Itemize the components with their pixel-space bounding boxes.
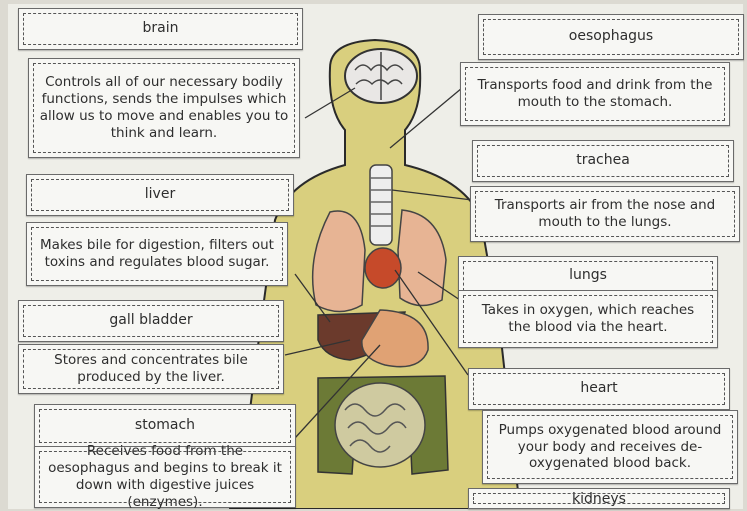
heart-label-text: heart [580,380,617,398]
lungs-description-text: Takes in oxygen, which reaches the blood… [469,302,707,336]
brain-description-text: Controls all of our necessary bodily fun… [39,74,289,142]
kidneys-label-text: kidneys [572,491,626,509]
heart-description: Pumps oxygenated blood around your body … [482,410,738,484]
gall-bladder-label: gall bladder [18,300,284,342]
heart-shape [365,248,401,288]
liver-label-text: liver [145,186,175,204]
kidneys-label: kidneys [468,488,730,509]
oesophagus-description-text: Transports food and drink from the mouth… [471,77,719,111]
liver-description-text: Makes bile for digestion, filters out to… [37,237,277,271]
liver-description: Makes bile for digestion, filters out to… [26,222,288,286]
brain-label: brain [18,8,303,50]
gall-bladder-description: Stores and concentrates bile produced by… [18,344,284,394]
trachea-label: trachea [472,140,734,182]
lungs-description: Takes in oxygen, which reaches the blood… [458,290,718,348]
small-intestine-shape [335,383,425,467]
oesophagus-label: oesophagus [478,14,744,60]
heart-description-text: Pumps oxygenated blood around your body … [493,422,727,473]
lungs-label-text: lungs [569,267,607,285]
liver-label: liver [26,174,294,216]
oesophagus-description: Transports food and drink from the mouth… [460,62,730,126]
brain-label-text: brain [143,20,179,38]
trachea-description-text: Transports air from the nose and mouth t… [481,197,729,231]
oesophagus-label-text: oesophagus [569,28,653,46]
brain-description: Controls all of our necessary bodily fun… [28,58,300,158]
stomach-label: stomach [34,404,296,448]
heart-label: heart [468,368,730,410]
trachea-description: Transports air from the nose and mouth t… [470,186,740,242]
gall-bladder-label-text: gall bladder [109,312,192,330]
stomach-label-text: stomach [135,417,195,435]
stomach-description-text: Receives food from the oesophagus and be… [45,443,285,511]
trachea-label-text: trachea [576,152,630,170]
stomach-description: Receives food from the oesophagus and be… [34,446,296,508]
gall-bladder-description-text: Stores and concentrates bile produced by… [29,352,273,386]
trachea-shape [370,165,392,245]
